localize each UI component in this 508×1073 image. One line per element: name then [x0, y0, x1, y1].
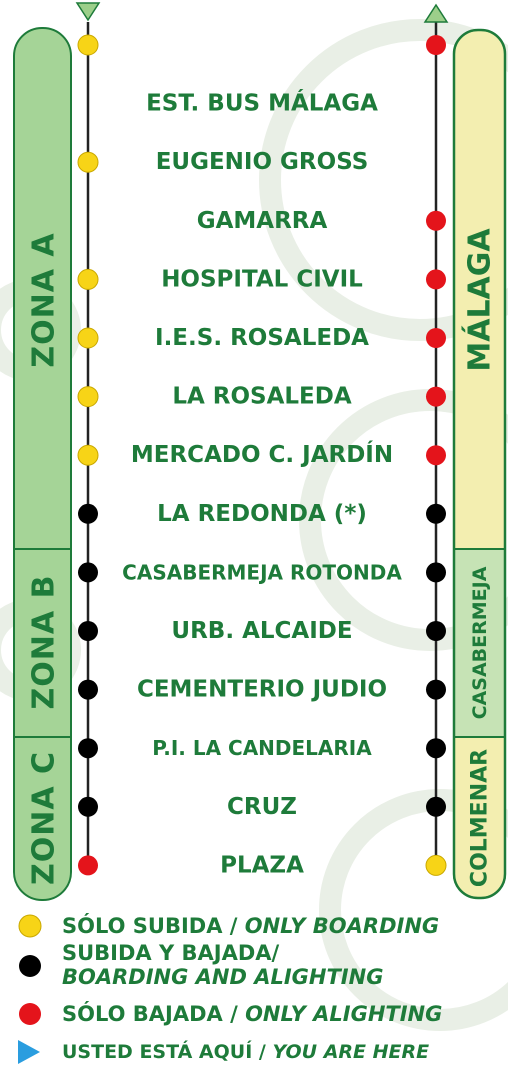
legend-label-en: BOARDING AND ALIGHTING [62, 965, 383, 989]
stop-name: EUGENIO GROSS [156, 149, 369, 175]
up-arrow-icon [423, 3, 449, 23]
stop-name: CASABERMEJA ROTONDA [122, 560, 402, 584]
stop-dot-right-red [426, 269, 446, 290]
municipality-band-casabermeja [455, 549, 504, 737]
legend-label-en: YOU ARE HERE [272, 1041, 429, 1063]
stop-dot-left-green [78, 621, 98, 641]
stop-name: CEMENTERIO JUDIO [137, 677, 387, 703]
stop-name: PLAZA [220, 852, 304, 878]
stop-name: I.E.S. ROSALEDA [155, 325, 369, 351]
municipality-column: MÁLAGA CASABERMEJA COLMENAR [452, 28, 507, 900]
legend-label-es: SÓLO BAJADA / [62, 1001, 245, 1026]
stop-dot-right-red [426, 210, 446, 231]
stop-dot-left-yellow [77, 151, 99, 173]
you-are-here-icon [18, 1040, 40, 1064]
stop-name: LA REDONDA (*) [157, 501, 367, 527]
stop-dot-left-yellow [77, 386, 99, 408]
legend-label: SÓLO SUBIDA / ONLY BOARDING [62, 913, 439, 938]
stop-dot-right-green [426, 679, 446, 700]
municipality-label: COLMENAR [468, 749, 493, 887]
stop-name: LA ROSALEDA [172, 384, 352, 410]
down-arrow-icon [75, 2, 101, 22]
zone-label: ZONA B [27, 575, 62, 710]
stop-name: P.I. LA CANDELARIA [152, 736, 372, 760]
stop-dot-left-green [78, 796, 98, 817]
stop-name: HOSPITAL CIVIL [161, 266, 363, 292]
stop-dot-right-red [426, 386, 446, 407]
stop-name: CRUZ [227, 794, 297, 820]
legend-label-en: ONLY ALIGHTING [245, 1002, 442, 1026]
zone-column-bg [13, 27, 72, 901]
watermark-ring-0 [259, 19, 508, 341]
stop-dot-right-yellow [425, 854, 447, 876]
stop-dot-left-red [78, 855, 98, 876]
legend-dot-yellow [18, 914, 42, 938]
stop-dot-right-red [426, 35, 446, 55]
legend-dot-red [19, 1003, 41, 1025]
stop-dot-left-yellow [77, 268, 99, 290]
stop-dot-right-red [426, 328, 446, 348]
legend-label-es: SUBIDA Y BAJADA/ [62, 941, 280, 965]
stop-dot-left-yellow [77, 444, 99, 466]
municipality-label: CASABERMEJA [469, 566, 491, 719]
legend-dot-green [19, 955, 41, 977]
municipality-column-border [452, 28, 507, 900]
stop-dot-right-green [426, 621, 446, 641]
stop-name: MERCADO C. JARDÍN [131, 440, 393, 468]
stop-dot-left-green [78, 562, 98, 583]
stop-dot-left-green [78, 679, 98, 700]
stop-dot-left-yellow [77, 34, 99, 56]
zone-label: ZONA C [27, 751, 62, 885]
municipality-label: MÁLAGA [462, 228, 498, 372]
stop-dot-left-green [78, 738, 98, 759]
stop-dot-right-green [426, 738, 446, 759]
stop-dot-right-green [426, 562, 446, 583]
legend-label: USTED ESTÁ AQUÍ / YOU ARE HERE [62, 1040, 429, 1063]
stop-dot-left-yellow [77, 327, 99, 349]
legend-label-en: ONLY BOARDING [245, 914, 439, 938]
stop-name: URB. ALCAIDE [171, 618, 352, 644]
legend: SÓLO SUBIDA / ONLY BOARDING SUBIDA Y BAJA… [18, 913, 442, 1064]
stop-name: GAMARRA [197, 208, 328, 234]
stop-dot-right-red [426, 445, 446, 466]
zone-column: ZONA A ZONA B ZONA C [13, 27, 72, 901]
stop-dot-left-green [78, 503, 98, 524]
legend-label: SÓLO BAJADA / ONLY ALIGHTING [62, 1001, 442, 1026]
stop-dot-right-green [426, 796, 446, 817]
legend-label-es: USTED ESTÁ AQUÍ / [62, 1040, 272, 1063]
stop-name: EST. BUS MÁLAGA [146, 89, 378, 117]
zone-label: ZONA A [27, 232, 62, 367]
stop-dot-right-green [426, 503, 446, 524]
legend-label-es: SÓLO SUBIDA / [62, 913, 245, 938]
stops-layer: EST. BUS MÁLAGA EUGENIO GROSS GAMARRA HOSPI… [77, 34, 447, 878]
direction-arrows [75, 2, 449, 23]
